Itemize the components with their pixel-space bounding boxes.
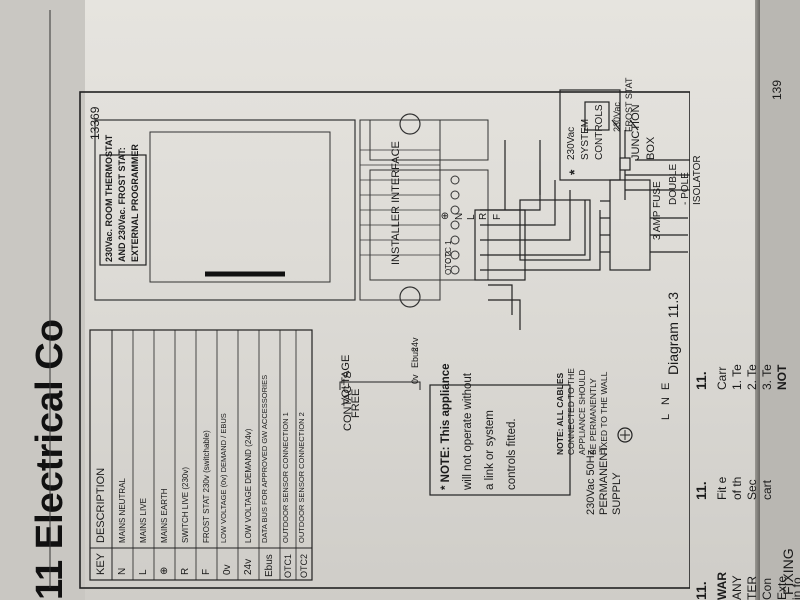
isolator-label-1: DOUBLE	[668, 163, 679, 205]
diagram-frame	[79, 91, 690, 589]
terminal-label-n: N	[454, 212, 465, 220]
column-text-3: TER	[745, 576, 759, 600]
isolator-label-2: - POLE	[680, 172, 691, 205]
column-text-10: cart	[760, 479, 774, 500]
vfc-label-3: CONTACTS	[342, 371, 354, 431]
supply-label-3: SUPPLY	[611, 472, 623, 515]
otc-2-label: OTC 2	[444, 251, 453, 275]
column-text-15: NOT	[775, 364, 789, 390]
note-box	[429, 384, 571, 496]
note-cables-3: APPLIANCE SHOULD	[577, 369, 587, 456]
terminal-label-l: L	[466, 214, 477, 220]
page-number: 139	[770, 79, 784, 100]
supply-e-label: E	[660, 382, 672, 390]
description-header: DESCRIPTION	[95, 467, 107, 543]
terminal-label-f: F	[492, 213, 503, 220]
diagram-label: Diagram 11.3	[665, 291, 681, 375]
footer-label: FIXING	[780, 548, 796, 595]
description-cell: FROST STAT 230v (switchable)	[202, 430, 211, 543]
column-text-9: Sec	[745, 479, 759, 500]
thermostat-box	[99, 154, 147, 266]
column-text-1: WAR	[715, 572, 729, 600]
note-cables-5: FIXED TO THE WALL	[599, 371, 609, 455]
note-appliance-1: * NOTE: This appliance	[440, 363, 452, 490]
key-cell: OTC2	[299, 553, 309, 578]
description-cell: DATA BUS FOR APPROVED GW ACCESSORIES	[260, 374, 269, 543]
note-appliance-4: controls fitted.	[506, 418, 518, 490]
earth-symbol	[617, 427, 633, 443]
fuse-label: 3 AMP FUSE	[652, 181, 663, 240]
column-text-7: Fit e	[715, 476, 729, 500]
terminal-label-earth: ⊕	[440, 211, 451, 220]
note-appliance-3: a link or system	[484, 410, 496, 490]
description-cell: MAINS NEUTRAL	[118, 478, 127, 543]
frost-stat-box	[584, 101, 610, 131]
column-text-11: Carr	[715, 366, 729, 390]
terminal-blocks	[369, 119, 489, 281]
system-controls-label-3: CONTROLS	[594, 104, 605, 160]
section-heading-1: 11.	[693, 581, 709, 600]
system-controls-star: *	[566, 169, 582, 175]
system-controls-box	[559, 89, 621, 181]
figure-id: 13369	[88, 106, 102, 140]
note-cables-1: NOTE: ALL CABLES	[555, 372, 565, 455]
section-heading-2: 11.	[693, 481, 709, 500]
wiring-diagram	[49, 10, 690, 589]
column-text-12: 1. Te	[730, 364, 744, 390]
column-text-4: Con	[760, 577, 774, 600]
wiring	[474, 119, 690, 330]
column-text-13: 2. Te	[745, 364, 759, 390]
description-cell: LOW VOLTAGE (0v) DEMAND / EBUS	[219, 413, 228, 543]
column-text-14: 3. Te	[760, 364, 774, 390]
key-header: KEY	[95, 552, 107, 575]
junction-box-label-1: JUNCTION	[630, 104, 642, 160]
thermostat-label-3: EXTERNAL PROGRAMMER	[130, 144, 140, 262]
description-cell: OUTDOOR SENSOR CONNECTION 1	[281, 412, 290, 543]
thermostat-label-1: 230Vac. ROOM THERMOSTAT	[104, 134, 114, 262]
description-cell: OUTDOOR SENSOR CONNECTION 2	[297, 412, 306, 543]
thermostat-label-2: AND 230Vac. FROST STAT:	[117, 147, 127, 262]
supply-label-1: 230Vac 50Hz	[585, 449, 597, 515]
boiler-unit	[94, 113, 441, 308]
supply-label-2: PERMANENT	[598, 445, 610, 515]
note-cables-2: CONNECTED TO THE	[566, 368, 576, 455]
key-cell: OTC1	[283, 553, 293, 578]
system-controls-label-2: SYSTEM	[580, 118, 591, 160]
description-cell: SWITCH LIVE (230v)	[181, 466, 190, 543]
supply-n-label: N	[660, 397, 672, 405]
system-controls-label-1: 230Vac	[566, 126, 577, 160]
isolator-label-3: ISOLATOR	[692, 155, 703, 205]
key-cell: 24v	[243, 558, 254, 575]
key-cell: F	[201, 568, 212, 575]
supply-l-label: L	[660, 413, 672, 420]
description-cell: MAINS LIVE	[139, 498, 148, 543]
key-cell: Ebus	[264, 554, 275, 577]
description-cell: LOW VOLTAGE DEMAND (24v)	[244, 428, 253, 543]
key-cell: ⊕	[159, 566, 170, 575]
key-cell: R	[180, 567, 191, 575]
column-text-2: ANY	[730, 575, 744, 600]
key-cell: 0v	[222, 564, 233, 575]
note-appliance-2: will not operate without	[462, 373, 474, 490]
terminal-label-r: R	[478, 212, 489, 220]
note-cables-4: BE PERMANENTLY	[588, 378, 598, 455]
junction-box-label-2: BOX	[645, 136, 657, 160]
description-cell: MAINS EARTH	[160, 488, 169, 543]
lv-0v-label: 0v	[410, 374, 420, 384]
page-right-edge	[760, 0, 800, 600]
key-cell: N	[117, 567, 128, 575]
key-table	[89, 329, 313, 581]
section-heading-3: 11.	[693, 371, 709, 390]
lv-ebus-label: Ebus	[410, 347, 420, 368]
key-cell: L	[138, 569, 149, 575]
vfc-bracket	[339, 381, 421, 390]
frost-stat-label-1: 230Vac	[612, 102, 622, 132]
installer-interface-label: INSTALLER INTERFACE	[390, 141, 402, 265]
column-text-8: of th	[730, 476, 744, 500]
